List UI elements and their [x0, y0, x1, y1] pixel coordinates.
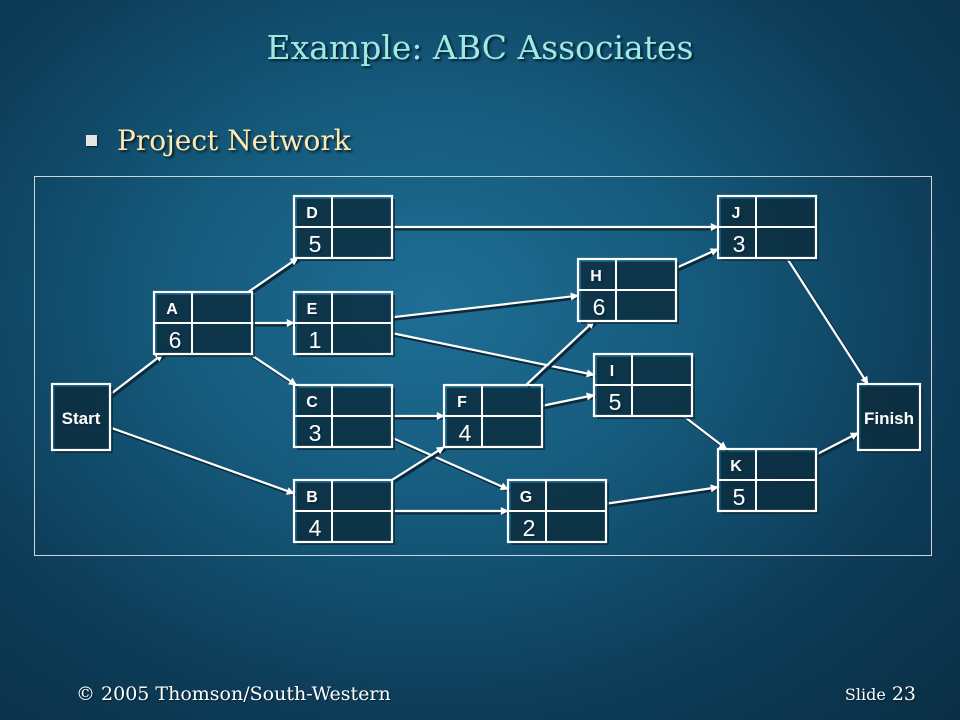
slide-word: Slide [844, 685, 886, 704]
svg-text:3: 3 [311, 422, 324, 448]
edge-h-to-j [675, 248, 719, 269]
svg-text:J: J [734, 207, 743, 224]
terminal-label: Start [62, 409, 101, 428]
svg-text:A: A [168, 303, 180, 320]
activity-duration: 3 [733, 231, 746, 257]
edge-j-to-finish [785, 257, 869, 385]
bullet-item: Project Network [86, 124, 351, 157]
activity-label: C [306, 394, 318, 411]
network-panel [34, 176, 932, 556]
slide-number: Slide 23 [845, 683, 916, 705]
svg-text:D: D [308, 207, 320, 224]
activity-duration: 6 [593, 294, 606, 320]
edge-e-to-h [391, 292, 579, 319]
activity-label: D [306, 205, 318, 222]
svg-text:1: 1 [311, 329, 324, 355]
activity-label: J [732, 205, 741, 222]
edge-f-to-h [525, 320, 595, 386]
square-bullet-icon [86, 135, 97, 146]
activity-label: H [590, 268, 602, 285]
activity-duration: 5 [733, 484, 746, 510]
svg-text:G: G [522, 491, 534, 508]
svg-text:2: 2 [525, 517, 538, 543]
activity-label: G [520, 489, 532, 506]
edge-i-to-k [682, 415, 728, 450]
edge-start-to-a [109, 353, 164, 396]
edge-a-to-d [247, 257, 299, 293]
bullet-text: Project Network [117, 124, 351, 157]
activity-duration: 4 [459, 420, 472, 446]
activity-duration: 3 [309, 420, 322, 446]
slide-title: Example: ABC Associates [266, 28, 694, 67]
svg-text:C: C [308, 396, 320, 413]
edge-start-to-b [109, 426, 295, 495]
nodes-layer: StartStartAA66BB44CC33DD55EE11FF44GG22HH… [50, 194, 923, 545]
edge-k-to-finish [815, 432, 859, 456]
edge-b-to-f [391, 446, 445, 481]
activity-label: E [307, 301, 318, 318]
activity-duration: 1 [309, 327, 322, 353]
edges-layer [109, 223, 872, 515]
edge-g-to-k [605, 484, 719, 505]
svg-text:B: B [308, 491, 320, 508]
terminal-label: Finish [864, 409, 914, 428]
svg-text:5: 5 [611, 391, 624, 417]
edge-f-to-i [541, 392, 595, 407]
svg-text:F: F [459, 396, 469, 413]
activity-duration: 5 [309, 231, 322, 257]
activity-duration: 2 [523, 515, 536, 541]
edge-c-to-g [391, 436, 509, 491]
activity-label: B [306, 489, 318, 506]
activity-duration: 6 [169, 327, 182, 353]
activity-label: K [730, 458, 742, 475]
svg-text:4: 4 [311, 517, 324, 543]
svg-text:4: 4 [461, 422, 474, 448]
edge-e-to-i [391, 332, 595, 378]
svg-text:Finish: Finish [866, 411, 916, 430]
svg-text:5: 5 [735, 486, 748, 512]
svg-text:I: I [612, 365, 616, 382]
activity-duration: 5 [609, 389, 622, 415]
slide-number-value: 23 [891, 683, 916, 705]
activity-label: I [610, 363, 614, 380]
activity-duration: 4 [309, 515, 322, 541]
svg-text:E: E [309, 303, 320, 320]
svg-text:K: K [732, 460, 744, 477]
activity-label: A [166, 301, 178, 318]
svg-text:6: 6 [595, 296, 608, 322]
svg-text:H: H [592, 270, 604, 287]
edge-a-to-c [249, 353, 297, 386]
copyright-text: © 2005 Thomson/South-Western [76, 683, 391, 705]
svg-text:6: 6 [171, 329, 184, 355]
svg-text:5: 5 [311, 233, 324, 259]
svg-text:3: 3 [735, 233, 748, 259]
activity-label: F [457, 394, 467, 411]
svg-text:Start: Start [64, 411, 103, 430]
